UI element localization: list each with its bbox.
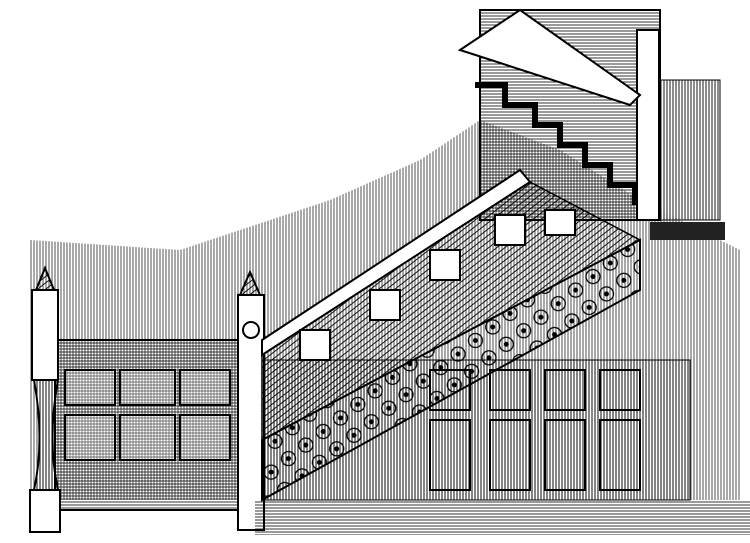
upper-handrail — [457, 8, 642, 107]
stair-balustrade — [261, 181, 642, 442]
floor — [255, 500, 750, 535]
landing-cornice — [650, 222, 725, 240]
left-panelling — [54, 339, 241, 511]
upper-newel-post — [636, 29, 660, 221]
middle-newel-post — [237, 269, 265, 531]
balustrade-squares — [299, 209, 576, 361]
left-newel-post — [29, 265, 61, 533]
right-wall — [659, 79, 721, 221]
left-panels — [64, 369, 231, 461]
stair-steps — [475, 82, 638, 205]
panel-frames — [429, 369, 641, 491]
